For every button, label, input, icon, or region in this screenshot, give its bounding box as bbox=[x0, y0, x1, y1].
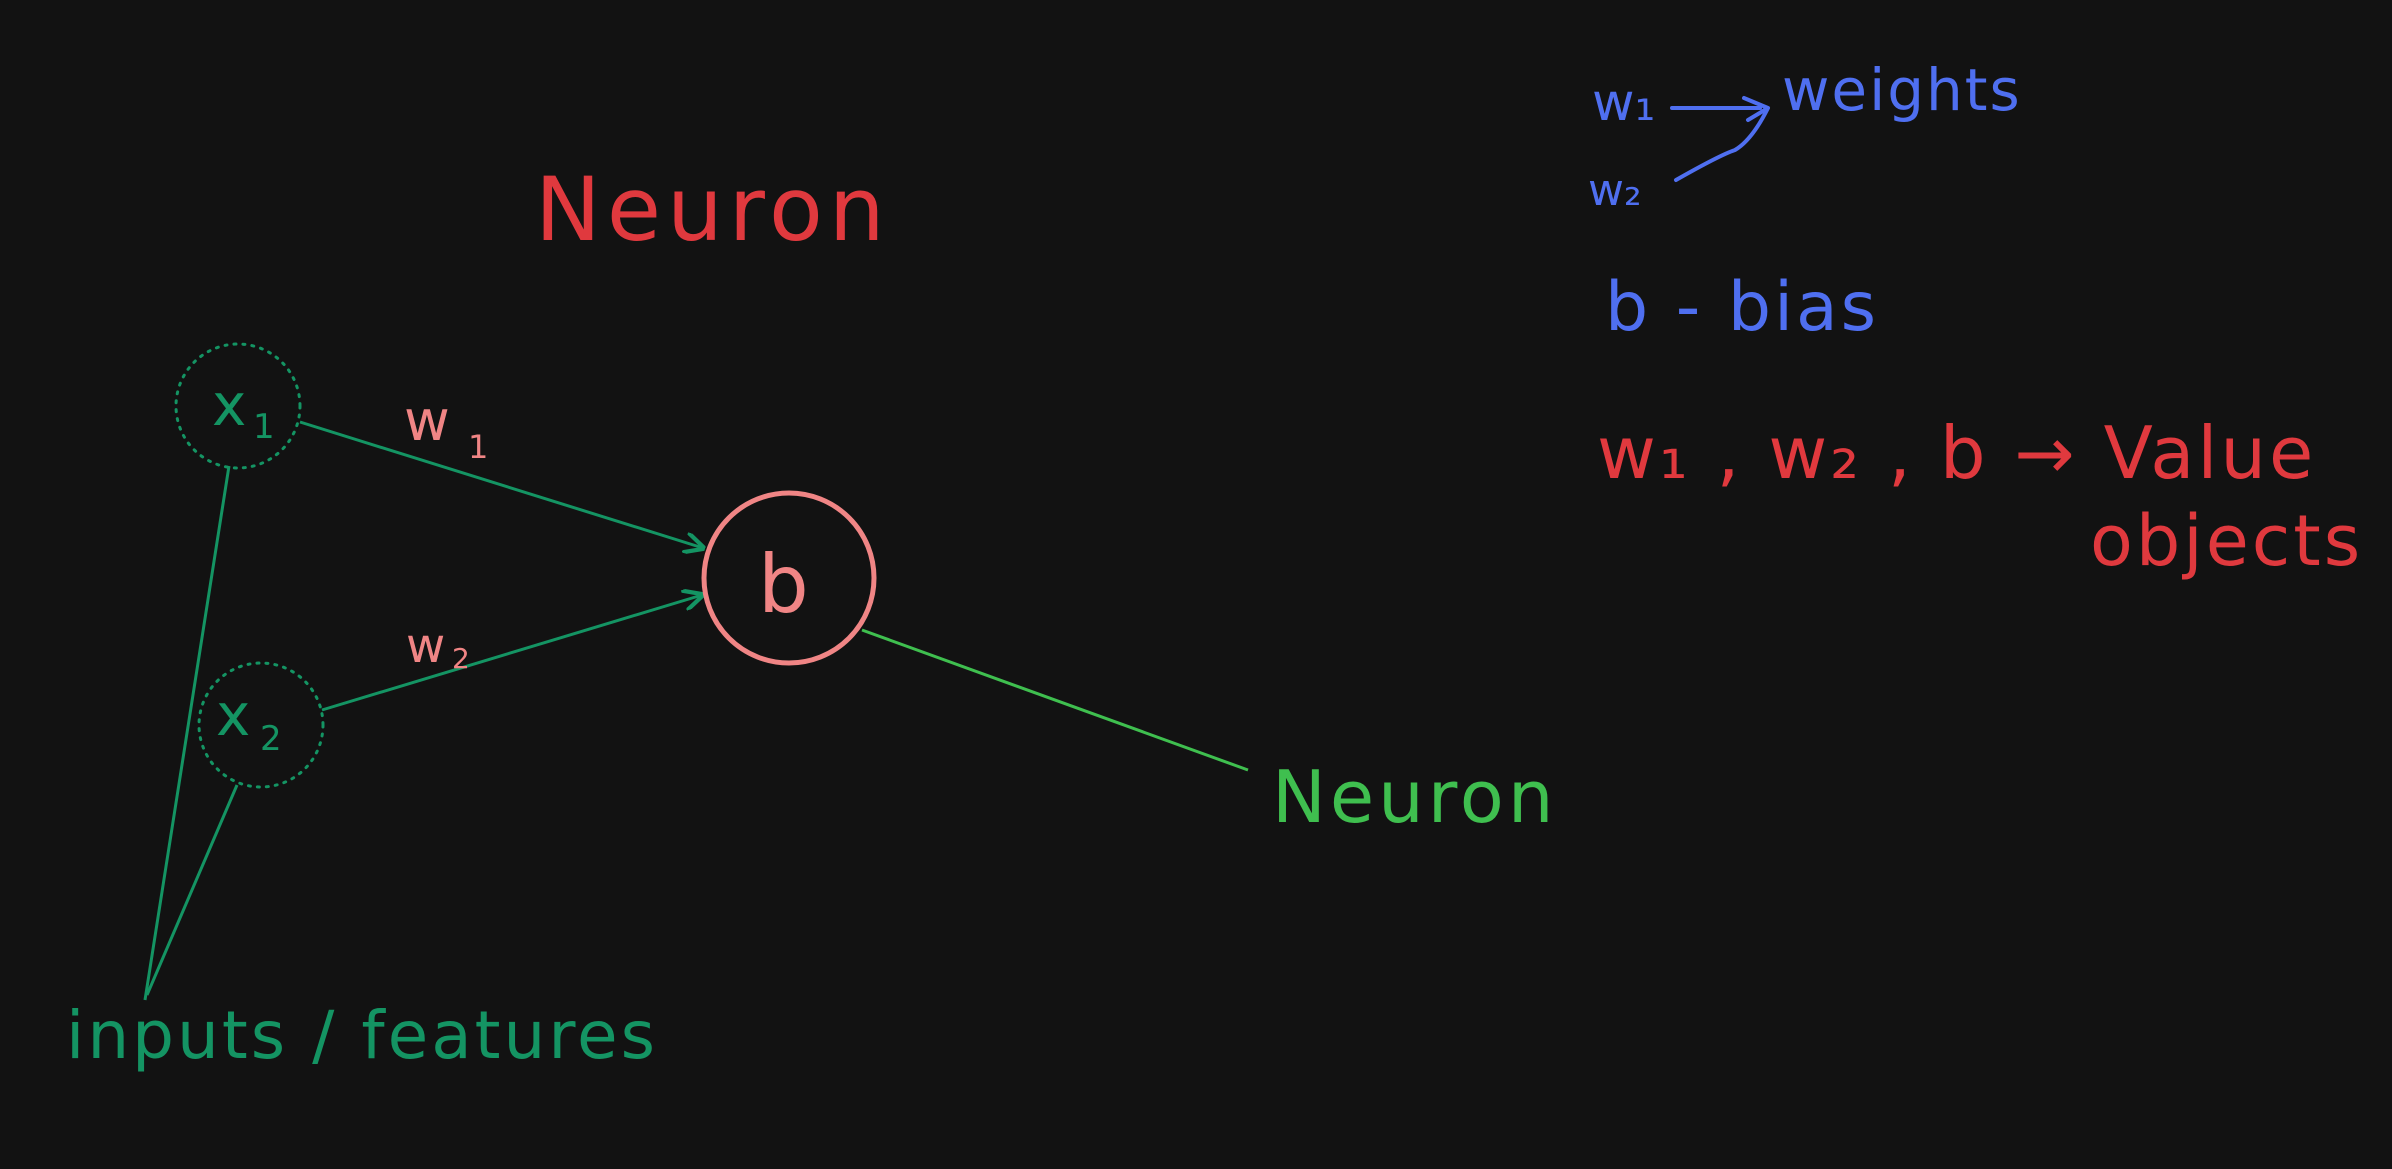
value-objects-line1: w₁ , w₂ , b → Value bbox=[1597, 411, 2316, 495]
pointer-x1-to-caption bbox=[143, 465, 231, 1001]
bias-label: b bbox=[758, 538, 809, 631]
value-objects-line2: objects bbox=[2090, 500, 2363, 582]
input-node-x2 bbox=[197, 661, 325, 789]
weight-w2-var: w bbox=[406, 618, 445, 674]
weight-w1-sub: 1 bbox=[468, 428, 488, 466]
inputs-features-caption: inputs / features bbox=[66, 997, 658, 1074]
edge-x1-to-neuron bbox=[299, 420, 703, 548]
legend-arrow bbox=[1670, 96, 1770, 182]
edge-x2-to-neuron bbox=[321, 595, 702, 712]
input-x1-sub: 1 bbox=[253, 407, 275, 447]
diagram-title: Neuron bbox=[535, 158, 891, 261]
weight-w2-sub: 2 bbox=[452, 642, 470, 675]
input-x2-sub: 2 bbox=[260, 719, 282, 759]
input-x1-var: x bbox=[212, 371, 246, 439]
legend-bias: b - bias bbox=[1605, 268, 1879, 347]
output-label: Neuron bbox=[1272, 755, 1558, 839]
neuron-node bbox=[701, 490, 877, 666]
weight-w1-var: w bbox=[404, 389, 450, 454]
legend-weights-label: weights bbox=[1782, 56, 2022, 124]
input-node-x1 bbox=[174, 342, 302, 470]
edge-neuron-to-output bbox=[861, 628, 1249, 772]
legend-w1: w₁ bbox=[1592, 73, 1655, 133]
legend-w2: w₂ bbox=[1588, 165, 1642, 216]
input-x2-var: x bbox=[216, 681, 250, 749]
pointer-x2-to-caption bbox=[145, 784, 239, 996]
